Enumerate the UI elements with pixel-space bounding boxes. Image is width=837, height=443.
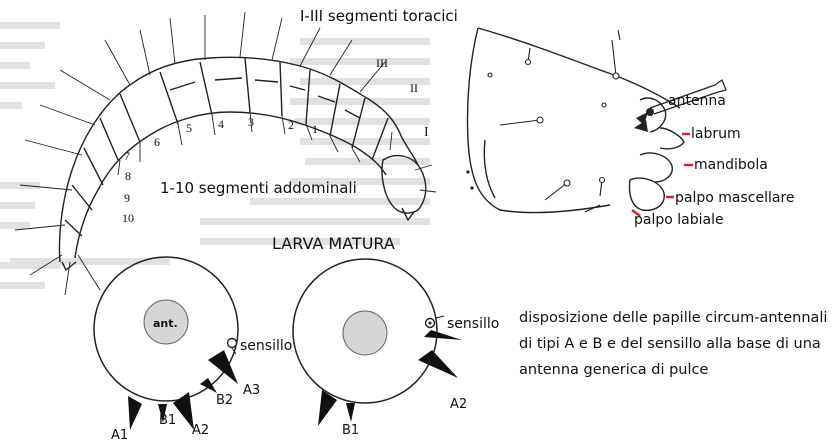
segment-number: 5 xyxy=(186,122,192,134)
antenna-base-right xyxy=(343,311,387,355)
papilla-B1-right xyxy=(346,403,355,422)
caption-line: antenna generica di pulce xyxy=(519,357,829,383)
segment-number: 2 xyxy=(288,119,294,131)
label-A3: A3 xyxy=(243,384,260,397)
roman-numeral-I: I xyxy=(424,126,429,140)
papilla-A2-right xyxy=(418,350,458,378)
segment-number: 8 xyxy=(125,170,131,182)
label-B1-left: B1 xyxy=(159,414,176,427)
roman-numeral-III: III xyxy=(376,57,388,69)
abdominal-segments-label: 1-10 segmenti addominali xyxy=(160,181,357,196)
sensillo-left xyxy=(228,339,237,348)
segment-number: 10 xyxy=(122,212,134,224)
segment-number: 9 xyxy=(124,192,130,204)
diagram-caption: disposizione delle papille circum-antenn… xyxy=(519,305,829,383)
label-A1: A1 xyxy=(111,429,128,442)
segment-number: 1 xyxy=(312,123,318,135)
label-labrum: labrum xyxy=(691,127,741,141)
thoracic-segments-label: I-III segmenti toracici xyxy=(300,9,458,24)
label-A2-left: A2 xyxy=(192,424,209,437)
label-sensillo-left: sensillo xyxy=(240,339,292,353)
segment-number: 7 xyxy=(124,150,130,162)
label-A2-right: A2 xyxy=(450,398,467,411)
label-sensillo-right: sensillo xyxy=(447,317,499,331)
papilla-A1-left xyxy=(128,396,142,430)
segment-number: 4 xyxy=(218,118,224,130)
label-ant: ant. xyxy=(153,318,178,329)
label-mandibola: mandibola xyxy=(694,158,768,172)
roman-numeral-II: II xyxy=(410,82,418,94)
segment-number: 3 xyxy=(248,116,254,128)
label-B1-right: B1 xyxy=(342,424,359,437)
caption-line: disposizione delle papille circum-antenn… xyxy=(519,305,829,331)
label-palpo-mascellare: palpo mascellare xyxy=(675,191,795,205)
caption-line: di tipi A e B e del sensillo alla base d… xyxy=(519,331,829,357)
label-antenna: antenna xyxy=(668,94,726,108)
label-palpo-labiale: palpo labiale xyxy=(634,213,724,227)
larva-title: LARVA MATURA xyxy=(272,236,395,252)
label-B2: B2 xyxy=(216,394,233,407)
segment-number: 6 xyxy=(154,136,160,148)
